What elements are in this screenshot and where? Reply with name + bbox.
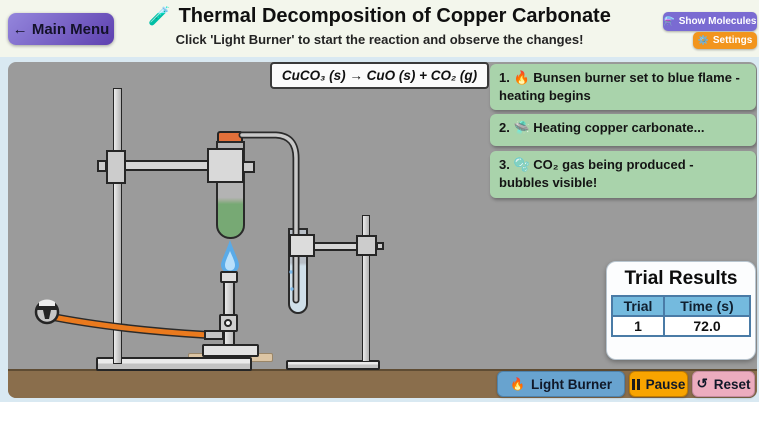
trial-time-cell: 72.0	[663, 315, 751, 337]
clamp-knob-right-2	[376, 242, 384, 250]
burner-collar	[219, 314, 238, 332]
pause-label: Pause	[645, 376, 686, 392]
settings-label: Settings	[712, 35, 753, 46]
alembic-icon: ⚗️	[663, 16, 675, 26]
bunsen-flame	[221, 240, 239, 273]
burner-base	[202, 344, 259, 357]
boss-clamp-left	[106, 150, 126, 184]
column-header-time: Time (s)	[663, 295, 751, 317]
stand-base-left	[96, 357, 252, 371]
light-burner-label: Light Burner	[530, 376, 612, 392]
main-menu-button[interactable]: ← Main Menu	[8, 13, 114, 45]
header-bar: ← Main Menu 🧪 Thermal Decomposition of Co…	[0, 0, 759, 57]
show-molecules-label: Show Molecules	[678, 16, 757, 27]
pause-icon	[631, 378, 640, 390]
step-number: 1.	[499, 70, 510, 85]
clamp-knob-right	[242, 161, 255, 173]
fire-icon: 🔥	[513, 70, 530, 85]
step-message-1: 1. 🔥 Bunsen burner set to blue flame - h…	[490, 64, 756, 110]
stand-pole-right	[362, 215, 370, 362]
hose-connector	[204, 330, 224, 340]
step-text: Bunsen burner set to blue flame - heatin…	[499, 70, 740, 104]
heating-icon: 🛸	[513, 120, 530, 135]
burner-rim	[220, 271, 238, 283]
reset-icon: ↺	[696, 376, 708, 391]
flame-icon: 🔥	[510, 377, 525, 391]
bubbles-icon: 🫧	[513, 157, 530, 172]
settings-button[interactable]: ⚙️ Settings	[693, 32, 757, 49]
reset-button[interactable]: ↺ Reset	[692, 371, 755, 397]
trial-number-cell: 1	[611, 315, 665, 337]
clamp-knob-left	[97, 160, 107, 172]
step-number: 2.	[499, 120, 510, 135]
clamp-bar-left	[118, 160, 210, 171]
gear-icon: ⚙️	[697, 35, 709, 45]
burner-air-hole	[224, 319, 232, 327]
step-text: CO₂ gas being produced - bubbles visible…	[499, 157, 694, 191]
step-message-2: 2. 🛸 Heating copper carbonate...	[490, 114, 756, 146]
page-title: 🧪 Thermal Decomposition of Copper Carbona…	[115, 5, 644, 28]
step-number: 3.	[499, 157, 510, 172]
clamp-bar-right	[312, 242, 360, 251]
boss-clamp-right	[356, 235, 377, 256]
instruction-subtitle: Click 'Light Burner' to start the reacti…	[175, 32, 584, 47]
collection-tube-clamp	[289, 234, 315, 257]
stand-pole-left	[113, 88, 122, 364]
chemical-equation: CuCO₃ (s) → CuO (s) + CO₂ (g)	[270, 62, 489, 89]
gas-hose-inner	[45, 313, 211, 338]
test-tube-clamp	[207, 148, 244, 183]
stand-base-right	[286, 360, 380, 370]
page-title-text: Thermal Decomposition of Copper Carbonat…	[178, 5, 611, 27]
step-message-3: 3. 🫧 CO₂ gas being produced - bubbles vi…	[490, 151, 756, 198]
step-text: Heating copper carbonate...	[533, 120, 705, 135]
reset-label: Reset	[713, 376, 751, 392]
table-row: 1 72.0	[611, 315, 751, 337]
results-title: Trial Results	[624, 268, 738, 289]
trial-results-panel: Trial Results Trial Time (s) 1 72.0	[606, 261, 756, 360]
gas-hose	[44, 312, 212, 339]
results-table: Trial Time (s) 1 72.0	[611, 295, 751, 337]
test-tube-icon: 🧪	[148, 6, 171, 26]
gas-tap	[34, 299, 60, 325]
column-header-trial: Trial	[611, 295, 665, 317]
simulation-canvas: CuCO₃ (s) → CuO (s) + CO₂ (g) 1. 🔥 Bunse…	[8, 62, 757, 398]
pause-button[interactable]: Pause	[629, 371, 688, 397]
light-burner-button[interactable]: 🔥 Light Burner	[497, 371, 625, 397]
show-molecules-button[interactable]: ⚗️ Show Molecules	[663, 12, 757, 31]
